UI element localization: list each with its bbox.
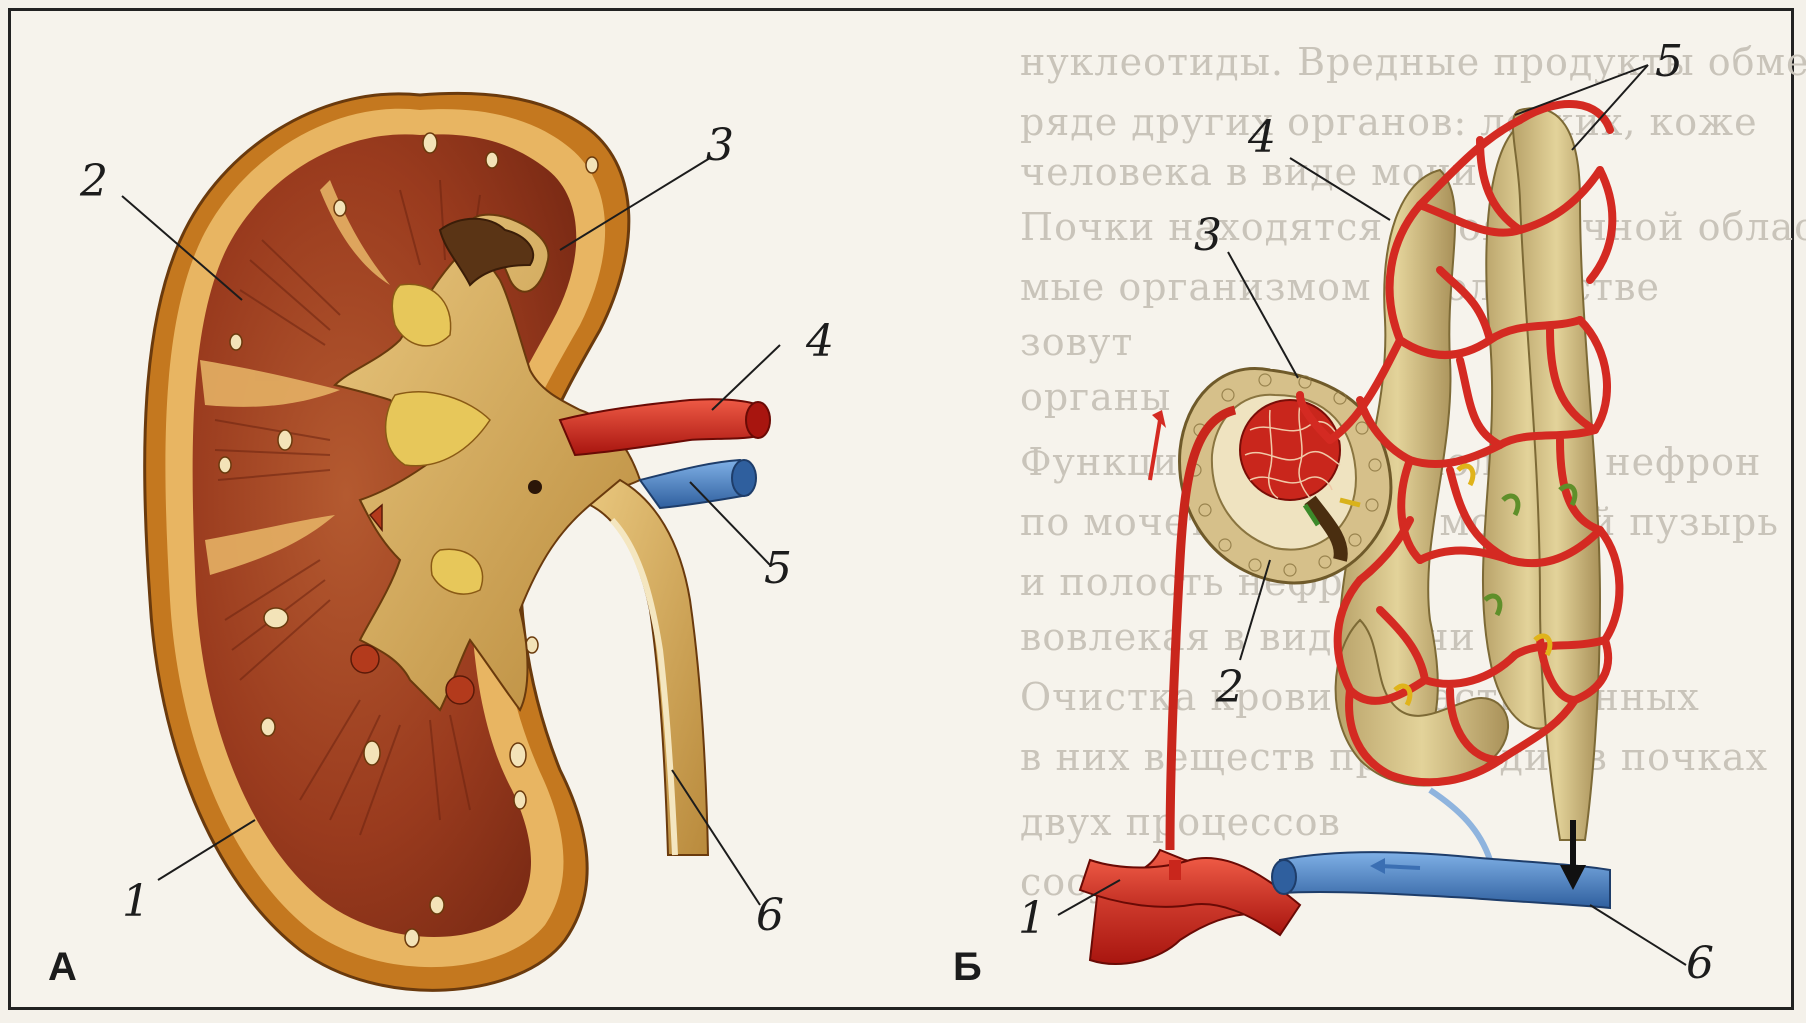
nephron-label-5: 5 <box>1655 36 1683 87</box>
nephron-label-4: 4 <box>1247 112 1276 163</box>
kidney-label-3: 3 <box>706 120 734 171</box>
venule <box>1430 790 1490 860</box>
panel-label-b: Б <box>953 945 982 989</box>
vein-branch-open <box>1272 860 1296 894</box>
nephron <box>1080 104 1619 964</box>
vein-opening <box>732 460 756 496</box>
artery-opening <box>746 402 770 438</box>
panel-label-a: А <box>48 945 77 989</box>
nephron-label-3: 3 <box>1194 210 1222 261</box>
artery-flow-arrow <box>1150 420 1160 480</box>
vein-flow-arrow <box>1380 866 1420 868</box>
glomerulus <box>1240 400 1340 500</box>
kidney-section <box>145 93 770 990</box>
kidney-label-4: 4 <box>805 316 834 367</box>
hilum-dot <box>528 480 542 494</box>
kidney-label-2: 2 <box>79 156 108 207</box>
renal-artery <box>560 399 758 455</box>
renal-vein-branch <box>1280 852 1610 908</box>
yellow-arrow <box>1458 466 1473 485</box>
kidney-label-6: 6 <box>756 890 784 941</box>
nephron-label-6: 6 <box>1686 938 1714 989</box>
nephron-label-2: 2 <box>1215 662 1244 713</box>
kidney-label-1: 1 <box>122 876 150 927</box>
kidney-label-5: 5 <box>764 543 792 594</box>
nephron-label-1: 1 <box>1018 893 1046 944</box>
